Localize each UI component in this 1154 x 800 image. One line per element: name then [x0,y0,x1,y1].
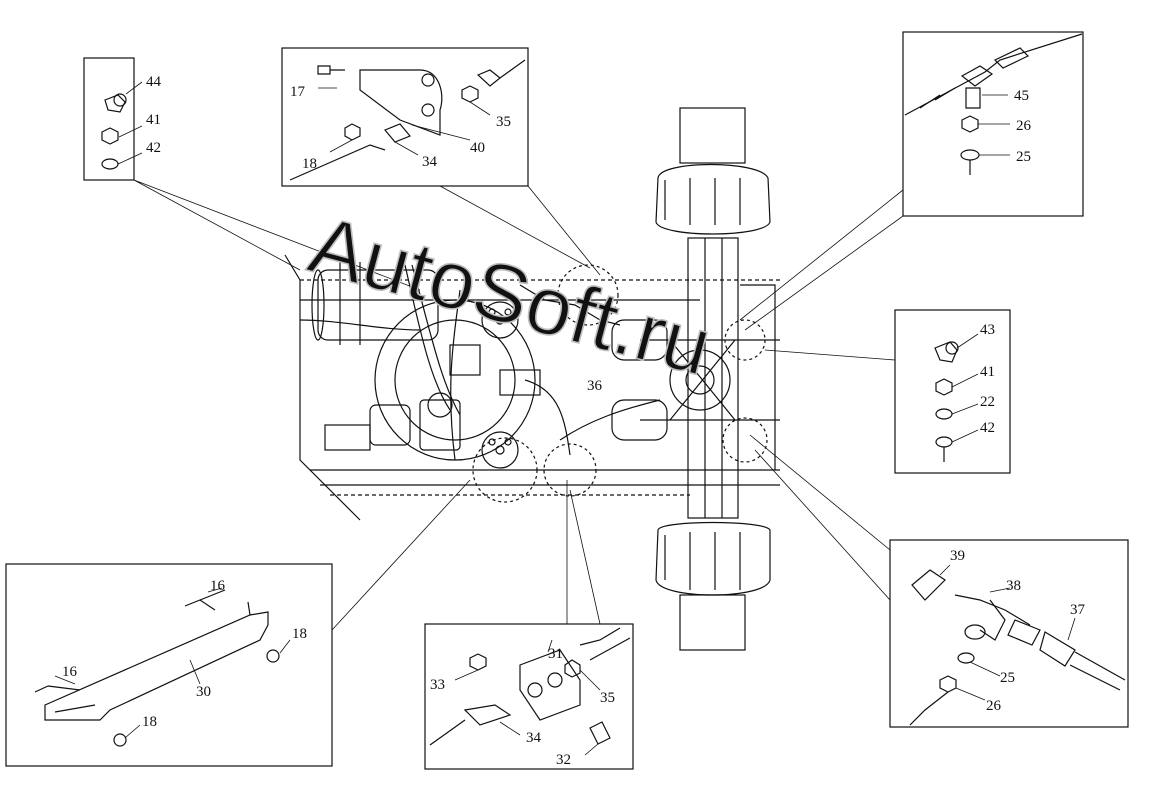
callout-36: 36 [587,378,603,394]
callout-32: 32 [556,752,571,768]
callout-43: 43 [980,322,995,338]
rear-axle [611,107,780,651]
callout-35: 35 [496,114,511,130]
callout-16: 16 [62,664,78,680]
callout-25: 25 [1000,670,1015,686]
callout-30: 30 [196,684,211,700]
callout-22: 22 [980,394,995,410]
callout-16: 16 [210,578,226,594]
detail-box-e [749,434,1129,728]
callout-18: 18 [292,626,307,642]
detail-box-b [281,47,601,276]
callout-38: 38 [1006,578,1021,594]
callout-34: 34 [422,154,438,170]
callout-25: 25 [1016,149,1031,165]
callout-44: 44 [146,74,162,90]
callout-26: 26 [986,698,1002,714]
callout-45: 45 [1014,88,1029,104]
callout-35: 35 [600,690,615,706]
callout-42: 42 [980,420,995,436]
air-tank [311,262,439,345]
detail-box-d [764,309,1011,474]
chassis-assembly [284,107,780,651]
callout-26: 26 [1016,118,1032,134]
callout-33: 33 [430,677,445,693]
detail-box-g [424,480,634,770]
callout-31: 31 [548,646,563,662]
callout-39: 39 [950,548,965,564]
callout-42: 42 [146,140,161,156]
callout-18: 18 [142,714,157,730]
callout-34: 34 [526,730,542,746]
detail-box-f [5,479,471,767]
callout-18: 18 [302,156,317,172]
callout-40: 40 [470,140,485,156]
callout-41: 41 [146,112,161,128]
callout-labels: 44 41 42 17 18 35 40 34 45 26 25 43 41 2… [62,74,1086,768]
watermark: AutoSoft.ru [300,199,720,393]
callout-41: 41 [980,364,995,380]
callout-37: 37 [1070,602,1086,618]
detail-box-c [739,31,1084,331]
detail-box-a [83,57,421,291]
callout-17: 17 [290,84,306,100]
